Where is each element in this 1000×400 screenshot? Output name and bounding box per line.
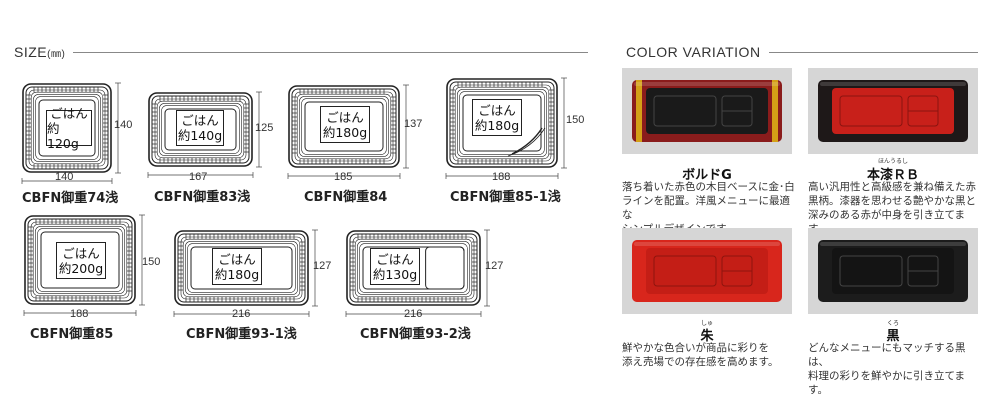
color-photo <box>622 68 792 154</box>
tray-item: ごはん 約130g 127 216 CBFN御重93-2浅 <box>345 229 521 342</box>
tray-model-name: CBFN御重85 <box>30 327 114 342</box>
tray-label-line2: 約140g <box>177 128 223 143</box>
color-desc-line: 高い汎用性と高級感を兼ね備えた赤 <box>808 181 976 193</box>
tray-photo-icon <box>622 228 792 314</box>
tray-label-line2: 約180g <box>214 266 260 282</box>
color-name: 本漆ＲＢ <box>866 168 919 183</box>
color-desc: 高い汎用性と高級感を兼ね備えた赤 黒柄。漆器を思わせる艶やかな黒と 深みのある赤… <box>808 180 983 236</box>
color-desc-line: 落ち着いた赤色の木目ベースに金･白 <box>622 181 795 193</box>
color-name-ruby: ほんうるし <box>877 158 908 165</box>
tray-label-line2: 約180g <box>322 124 368 140</box>
tray-width-dim: 167 <box>189 171 208 183</box>
tray-item: ごはん 約180g 127 216 CBFN御重93-1浅 <box>173 229 349 342</box>
tray-label-line1: ごはん <box>326 109 364 125</box>
tray-outline-icon <box>173 229 318 317</box>
color-desc-line: どんなメニューにもマッチする黒は、 <box>808 342 966 368</box>
tray-outline-icon <box>287 84 409 179</box>
tray-height-dim: 137 <box>404 118 423 130</box>
tray-height-dim: 127 <box>313 260 332 272</box>
color-photo <box>622 228 792 314</box>
color-desc-line: 添え売場での存在感を高めます。 <box>622 356 779 368</box>
tray-label-line2: 約130g <box>372 266 418 282</box>
color-card-kuro: くろ 黒 どんなメニューにもマッチする黒は、 料理の彩りを鮮やかに引き立てます。 <box>808 228 978 396</box>
tray-width-dim: 188 <box>492 171 511 183</box>
tray-outline-icon <box>147 91 262 178</box>
tray-label-box: ごはん 約200g <box>56 242 106 279</box>
color-desc-line: 黒柄。漆器を思わせる艶やかな黒と <box>808 195 976 207</box>
tray-height-dim: 125 <box>255 122 274 134</box>
tray-label-line2: 約120g <box>47 120 79 151</box>
tray-outline-icon <box>23 214 145 316</box>
tray-model-name: CBFN御重84 <box>304 190 388 205</box>
size-section-header: SIZE(㎜) <box>14 44 588 60</box>
tray-label-box: ごはん 約120g <box>46 106 92 151</box>
color-desc-line: ラインを配置。洋風メニューに最適な <box>622 195 790 221</box>
tray-model-name: CBFN御重74浅 <box>22 191 119 206</box>
color-section-header: COLOR VARIATION <box>626 44 978 60</box>
tray-photo-icon <box>808 68 978 154</box>
tray-label-line2: 約180g <box>474 117 520 133</box>
color-name-ruby: くろ <box>886 320 899 327</box>
tray-label-box: ごはん 約180g <box>320 106 370 143</box>
tray-label-line1: ごはん <box>478 102 516 118</box>
color-name: 朱 <box>700 329 714 344</box>
tray-label-box: ごはん 約180g <box>212 248 262 285</box>
tray-item: ごはん 約200g 150 188 CBFN御重85 <box>23 214 169 342</box>
tray-height-dim: 140 <box>114 119 133 131</box>
tray-width-dim: 185 <box>334 171 353 183</box>
tray-label-line2: 約200g <box>58 260 104 276</box>
tray-label-line1: ごはん <box>181 113 219 128</box>
color-photo <box>808 68 978 154</box>
tray-height-dim: 150 <box>566 114 585 126</box>
color-card-urushi-rb: ほんうるし 本漆ＲＢ 高い汎用性と高級感を兼ね備えた赤 黒柄。漆器を思わせる艶や… <box>808 68 978 235</box>
tray-outline-icon <box>345 229 490 317</box>
color-name-ruby: しゅ <box>700 320 713 327</box>
color-desc-line: 料理の彩りを鮮やかに引き立てます。 <box>808 370 965 396</box>
tray-item: ごはん 約140g 125 167 CBFN御重83浅 <box>147 91 288 205</box>
color-section-rule <box>768 51 978 53</box>
tray-width-dim: 188 <box>70 308 89 320</box>
color-name: ボルドG <box>682 168 732 183</box>
size-section-title: SIZE(㎜) <box>14 44 66 60</box>
tray-item: ごはん 約120g 140 140 CBFN御重74浅 <box>21 82 142 206</box>
color-card-bordeaux: ボルドG 落ち着いた赤色の木目ベースに金･白 ラインを配置。洋風メニューに最適な… <box>622 68 795 235</box>
tray-label-line1: ごはん <box>218 251 256 267</box>
color-desc: 鮮やかな色合いが商品に彩りを 添え売場での存在感を高めます。 <box>622 341 797 369</box>
tray-photo-icon <box>808 228 978 314</box>
color-photo <box>808 228 978 314</box>
color-name: 黒 <box>886 329 900 344</box>
tray-model-name: CBFN御重93-1浅 <box>186 327 297 342</box>
tray-photo-icon <box>622 68 792 154</box>
tray-label-line1: ごはん <box>376 251 414 267</box>
tray-outline-icon <box>21 82 121 184</box>
color-desc: どんなメニューにもマッチする黒は、 料理の彩りを鮮やかに引き立てます。 <box>808 341 983 397</box>
tray-item: ごはん 約180g 150 188 CBFN御重85-1浅 <box>445 77 591 205</box>
tray-width-dim: 140 <box>55 171 74 183</box>
size-section-rule <box>73 51 588 53</box>
tray-width-dim: 216 <box>404 308 423 320</box>
tray-width-dim: 216 <box>232 308 251 320</box>
tray-label-box: ごはん 約130g <box>370 248 420 285</box>
color-card-shu: しゅ 朱 鮮やかな色合いが商品に彩りを 添え売場での存在感を高めます。 <box>622 228 792 373</box>
tray-item: ごはん 約180g 137 185 CBFN御重84 <box>287 84 438 205</box>
tray-label-box: ごはん 約140g <box>176 110 224 146</box>
color-desc-line: 鮮やかな色合いが商品に彩りを <box>622 342 769 354</box>
tray-height-dim: 150 <box>142 256 161 268</box>
tray-label-line1: ごはん <box>62 245 100 261</box>
tray-label-line1: ごはん <box>50 105 88 121</box>
tray-model-name: CBFN御重85-1浅 <box>450 190 561 205</box>
tray-model-name: CBFN御重83浅 <box>154 190 251 205</box>
tray-height-dim: 127 <box>485 260 504 272</box>
tray-outline-icon <box>445 77 567 179</box>
tray-model-name: CBFN御重93-2浅 <box>360 327 471 342</box>
color-section-title: COLOR VARIATION <box>626 44 761 60</box>
tray-label-box: ごはん 約180g <box>472 99 522 136</box>
